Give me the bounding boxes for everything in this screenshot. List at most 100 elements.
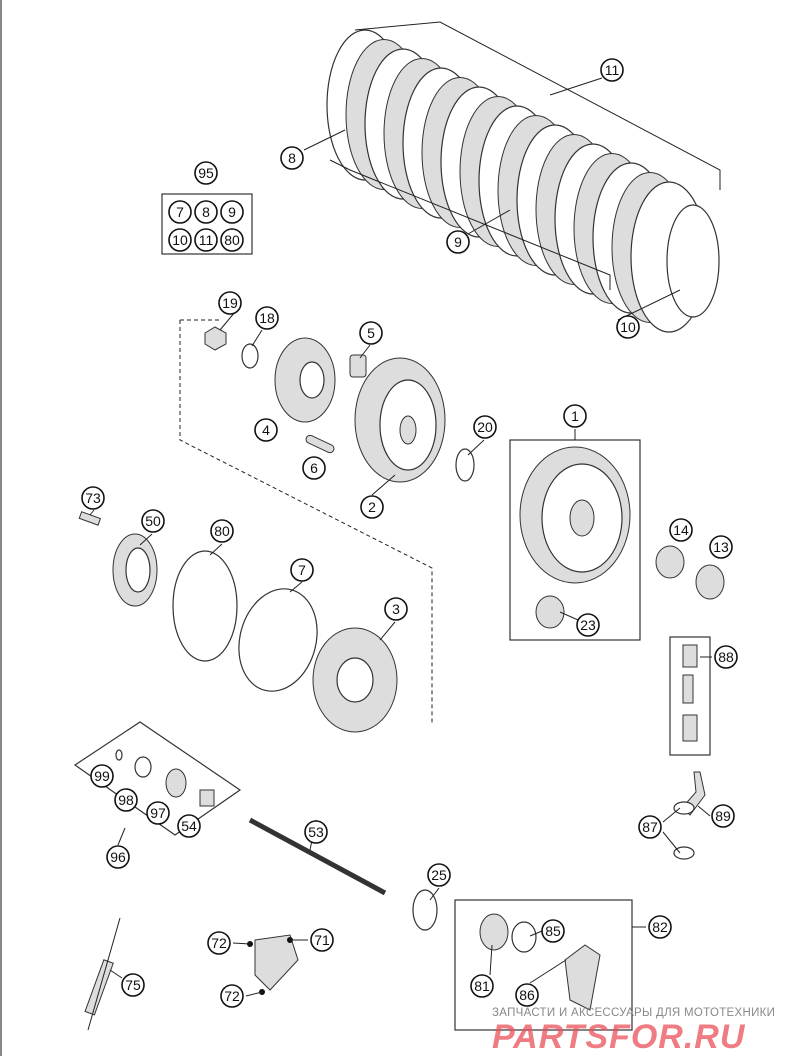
callout-72: 72 [220,984,244,1008]
callout-label: 87 [642,819,658,835]
callout-label: 4 [262,422,270,438]
callout-9: 9 [446,230,470,254]
callout-86: 86 [515,983,539,1007]
callout-circle [194,161,218,185]
washer-part [134,756,152,778]
fitting-part [682,714,698,742]
callout-circle [210,519,234,543]
leader-lines [89,77,712,997]
cover-part [254,934,299,991]
callout-circle [600,58,624,82]
callout-label: 95 [198,165,214,181]
pressure-piece-part [199,789,215,807]
callout-label: 10 [172,232,188,248]
page-edge [0,0,2,1056]
callout-18: 18 [255,306,279,330]
callout-circle [220,984,244,1008]
callout-11: 11 [600,58,624,82]
callout-circle [168,200,192,224]
callout-circle [81,486,105,510]
assembly-dashed-line [179,320,433,725]
callout-label: 71 [314,932,330,948]
callout-3: 3 [384,597,408,621]
callout-circle [515,983,539,1007]
callout-14: 14 [669,518,693,542]
callout-circle [146,801,170,825]
callout-circle [177,814,201,838]
callout-circle [194,200,218,224]
callout-label: 82 [652,919,668,935]
callout-97: 97 [146,801,170,825]
callout-80: 80 [210,519,234,543]
callout-circle [709,535,733,559]
clutch-plate-bore [666,204,720,318]
callout-label: 1 [571,408,579,424]
callout-circle [290,558,314,582]
ball-part [115,749,123,761]
callout-87: 87 [638,815,662,839]
callout-11: 11 [194,228,218,252]
callout-circle [470,974,494,998]
callout-53: 53 [304,820,328,844]
callout-label: 14 [673,522,689,538]
callout-circle [446,230,470,254]
kit-box-96 [73,721,242,836]
callout-circle [616,315,640,339]
callout-81: 81 [470,974,494,998]
callout-label: 23 [580,617,596,633]
callout-89: 89 [711,804,735,828]
callout-54: 54 [177,814,201,838]
callout-4: 4 [254,418,278,442]
callout-label: 9 [228,204,236,220]
callout-circle [359,321,383,345]
callout-circle [541,919,565,943]
callout-8: 8 [194,200,218,224]
callout-8: 8 [280,146,304,170]
callout-circle [576,613,600,637]
callout-label: 13 [713,539,729,555]
callout-6: 6 [302,456,326,480]
callout-50: 50 [141,509,165,533]
callout-label: 80 [224,232,240,248]
callout-label: 3 [392,601,400,617]
syringe-plunger [87,917,121,1031]
callout-10: 10 [616,315,640,339]
grease-syringe-part [84,959,114,1016]
nut-part [204,326,227,351]
callout-circle [255,306,279,330]
callout-82: 82 [648,915,672,939]
callout-label: 85 [545,923,561,939]
callout-label: 8 [202,204,210,220]
sleeve-part [695,564,725,600]
callout-2: 2 [360,495,384,519]
fitting-part [682,644,698,668]
callout-circle [280,146,304,170]
callout-1: 1 [563,404,587,428]
callout-23: 23 [576,613,600,637]
clutch-plate-stack [326,29,720,333]
callout-71: 71 [310,928,334,952]
callout-circle [638,815,662,839]
callout-circle [114,788,138,812]
callout-circle [90,764,114,788]
slave-cylinder-part [564,944,601,1011]
callout-circle [220,200,244,224]
bushing-part [655,545,685,579]
bracket-line [329,159,611,290]
callout-label: 2 [368,499,376,515]
callout-label: 81 [474,978,490,994]
callout-7: 7 [168,200,192,224]
callout-circle [302,456,326,480]
callout-circle [711,804,735,828]
callout-label: 54 [181,818,197,834]
callout-circle [304,820,328,844]
thrust-washer-part [455,448,475,482]
callout-label: 72 [224,988,240,1004]
fitting-part [682,674,694,704]
callout-label: 11 [199,232,214,248]
callout-label: 86 [519,987,535,1003]
callout-label: 99 [94,768,110,784]
callout-circle [220,228,244,252]
callout-9: 9 [220,200,244,224]
callout-circle [427,863,451,887]
